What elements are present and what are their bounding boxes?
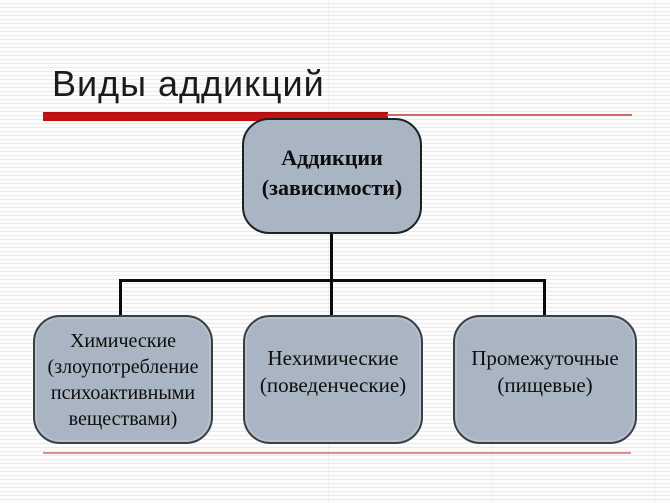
background-seam-line	[492, 0, 493, 503]
background-seam-line	[654, 0, 655, 503]
node-line: (поведенческие)	[259, 372, 407, 397]
title-underline-thin-rule	[387, 114, 632, 116]
slide-title: Виды аддикций	[52, 63, 325, 104]
connector-drop-center	[330, 279, 333, 316]
node-addictions-root: Аддикции (зависимости)	[242, 118, 422, 234]
connector-root-stem	[330, 234, 333, 282]
node-nonchemical: Нехимические (поведенческие)	[243, 315, 423, 444]
node-line: психоактивными	[50, 381, 196, 404]
node-line: Нехимические	[267, 345, 399, 370]
connector-drop-left	[119, 279, 122, 316]
node-line: Промежуточные	[471, 345, 619, 370]
title-underline-bar	[43, 112, 388, 121]
node-line: (зависимости)	[261, 175, 403, 200]
footer-rule	[43, 452, 631, 454]
node-line: (злоупотребление	[47, 355, 199, 378]
background-seam-line	[328, 0, 329, 503]
node-line: веществами)	[68, 407, 178, 430]
connector-drop-right	[543, 279, 546, 316]
node-line: (пищевые)	[497, 372, 593, 397]
node-intermediate: Промежуточные (пищевые)	[453, 315, 637, 444]
node-line: Химические	[69, 329, 177, 352]
node-line: Аддикции	[281, 145, 383, 170]
node-chemical: Химические (злоупотребление психоактивны…	[33, 315, 213, 444]
